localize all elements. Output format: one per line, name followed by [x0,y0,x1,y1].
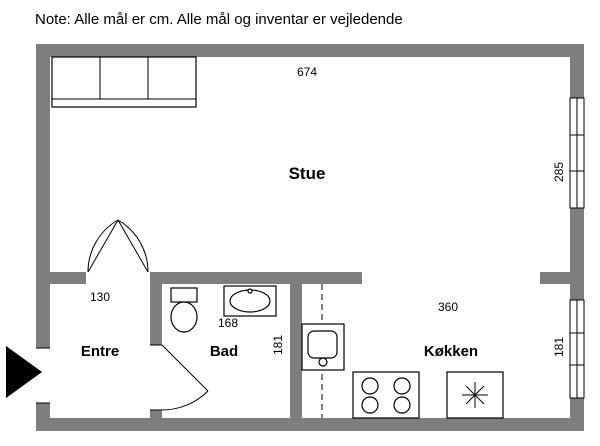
room-label-stue: Stue [289,164,326,183]
door-leaf-line [117,219,149,273]
entrance-door-opening [36,347,50,404]
room-label-kokken: Køkken [424,343,478,360]
window-lower [569,299,585,399]
kitchen-sink-basin [307,330,338,359]
door-swing-arc [117,219,149,273]
outer-wall-left-lower [36,403,50,431]
door-swing-icon [87,219,149,273]
window-upper [569,97,585,209]
dim-kokken-width: 360 [438,300,458,314]
wardrobe-icon [51,56,197,108]
outer-wall-top [36,44,584,57]
stove-burner [393,377,411,395]
kitchen-sink-icon [301,323,345,371]
dim-kokken-right-depth: 181 [552,337,566,357]
washbasin-tap [247,288,253,294]
dim-stue-right-depth: 285 [552,162,566,182]
stove-burner [361,377,379,395]
asterisk-ray [465,385,485,405]
door-leaf-line [87,219,119,273]
wall-stue-bad [150,272,362,284]
room-label-bad: Bad [210,343,238,360]
door-leaf-line [161,344,209,392]
dim-bad-width: 168 [218,316,238,330]
room-label-entre: Entre [81,343,119,360]
wall-stue-entre-left [50,272,86,284]
dim-entre-width: 130 [90,290,110,304]
outer-wall-left-upper [36,44,50,348]
note-text: Note: Alle mål er cm. Alle mål og invent… [35,11,403,28]
stove-burner [393,396,411,414]
wall-entre-bad-upper [150,284,162,345]
toilet-bowl [170,301,198,333]
outer-wall-bottom [36,418,584,431]
dim-top-width: 674 [297,65,317,79]
wall-stue-kokken-stub [540,272,570,284]
kitchen-sink-drain [318,357,328,367]
stove-icon [352,371,420,419]
door-swing-arc [161,390,209,411]
wall-bad-kokken [290,284,302,418]
dim-bad-depth: 181 [271,335,285,355]
stove-body [352,371,420,419]
toilet-icon [170,287,198,333]
entrance-arrow-icon [6,346,42,398]
wall-entre-bad-lower [150,410,162,418]
door-swing-arc [87,219,119,273]
bad-door-swing-icon [150,344,209,411]
interior-walls [50,272,570,418]
toilet-tank [170,287,198,303]
freezer-asterisk-icon [446,371,504,419]
washbasin-icon [223,285,277,317]
stove-burner [361,396,379,414]
